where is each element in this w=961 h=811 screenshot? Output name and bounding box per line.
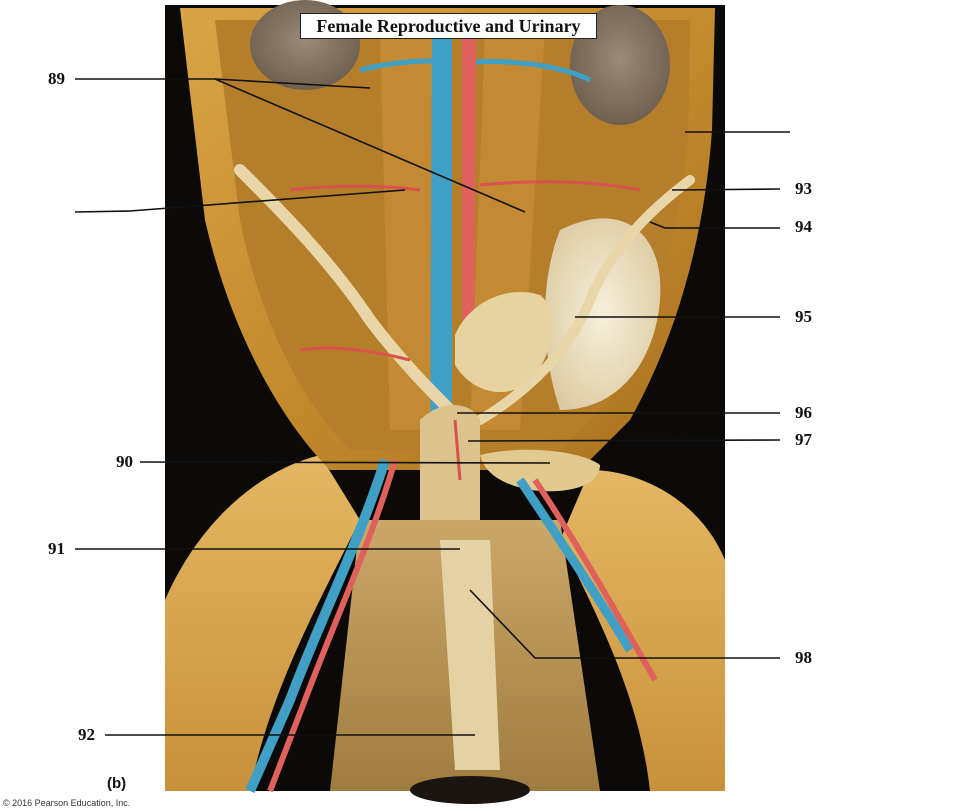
- left-femoral-vein: [245, 458, 390, 794]
- label-91: 91: [48, 539, 65, 558]
- uterus-body: [420, 405, 480, 555]
- leader-line-98: [469, 589, 780, 659]
- leader-line-blank-left: [74, 189, 406, 213]
- label-94: 94: [795, 217, 812, 236]
- panel-label: (b): [107, 775, 127, 792]
- leader-line-94: [649, 221, 780, 229]
- leader-line-90: [139, 461, 551, 464]
- label-96: 96: [795, 403, 812, 422]
- leader-line-89: [75, 78, 526, 213]
- aorta: [462, 30, 476, 320]
- figure-title: Female Reproductive and Urinary: [300, 13, 597, 39]
- label-89: 89: [48, 69, 65, 88]
- right-thigh: [560, 470, 725, 791]
- left-thigh: [165, 455, 360, 791]
- label-98: 98: [795, 648, 812, 667]
- fat-pad: [545, 218, 661, 410]
- urogenital-sinus: [440, 540, 500, 770]
- label-93: 93: [795, 179, 812, 198]
- label-90: 90: [116, 452, 133, 471]
- leader-line-93: [671, 188, 781, 191]
- left-femoral-artery: [267, 459, 398, 793]
- bladder-reflected: [480, 449, 600, 492]
- left-uterine-horn: [234, 164, 456, 416]
- label-92: 92: [78, 725, 95, 744]
- renal-vessels: [359, 58, 592, 83]
- ovarian-artery: [289, 180, 641, 192]
- right-femoral-artery: [532, 478, 658, 682]
- urinary-bladder: [455, 291, 552, 393]
- copyright-notice: © 2016 Pearson Education, Inc.: [3, 798, 131, 808]
- leader-lines: [74, 78, 790, 736]
- label-95: 95: [795, 307, 812, 326]
- right-femoral-vein: [516, 477, 634, 653]
- uterine-artery: [299, 346, 462, 481]
- label-97: 97: [795, 430, 812, 449]
- leader-line-97: [467, 439, 781, 442]
- perineum-shadow: [410, 776, 530, 804]
- right-uterine-horn: [475, 175, 695, 425]
